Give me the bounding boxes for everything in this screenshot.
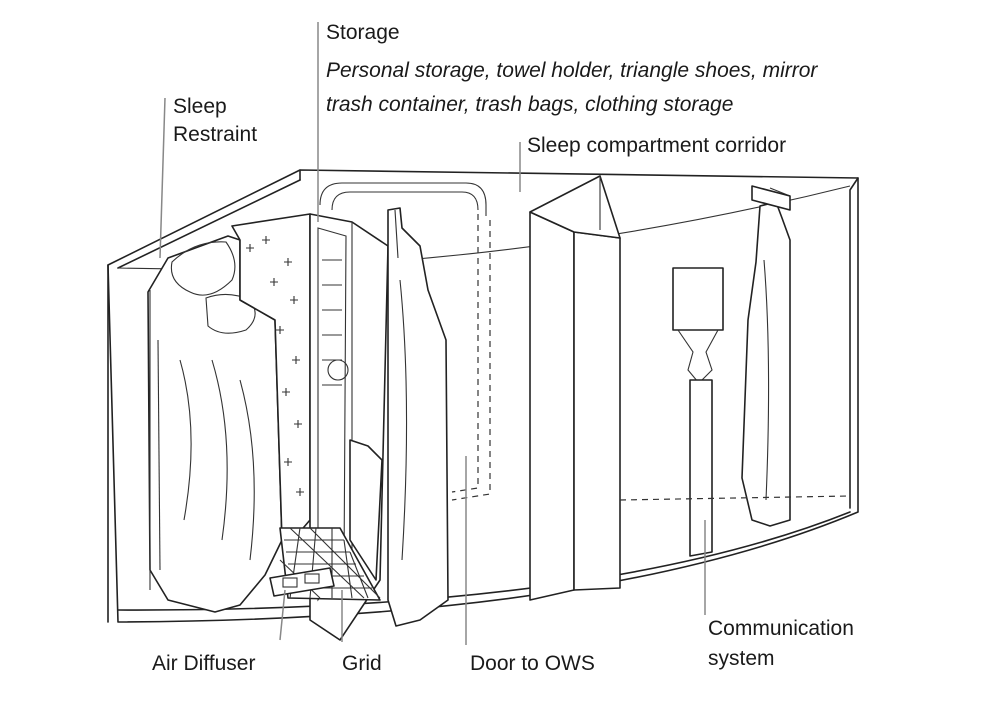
- air-diffuser-label: Air Diffuser: [152, 652, 256, 675]
- hanging-bag: [387, 207, 449, 627]
- partition-pillar: [529, 175, 621, 601]
- grid-label: Grid: [342, 652, 382, 675]
- ows-door: [319, 182, 491, 501]
- communication-label-2: system: [708, 647, 775, 670]
- storage-detail-line-2: trash container, trash bags, clothing st…: [326, 93, 734, 116]
- corridor-label: Sleep compartment corridor: [527, 134, 787, 157]
- storage-detail-line-1: Personal storage, towel holder, triangle…: [326, 59, 818, 82]
- right-hanging-bag: [741, 185, 791, 527]
- sleep-restraint-label-2: Restraint: [173, 123, 258, 146]
- storage-label: Storage: [326, 21, 400, 44]
- sleep-restraint-label-1: Sleep: [173, 95, 227, 118]
- floor-dashed-line: [619, 495, 851, 501]
- door-to-ows-label: Door to OWS: [470, 652, 595, 675]
- communication-system: [672, 267, 724, 557]
- air-diffuser: [269, 567, 335, 597]
- communication-label-1: Communication: [708, 617, 854, 640]
- leader-lines: [159, 22, 706, 645]
